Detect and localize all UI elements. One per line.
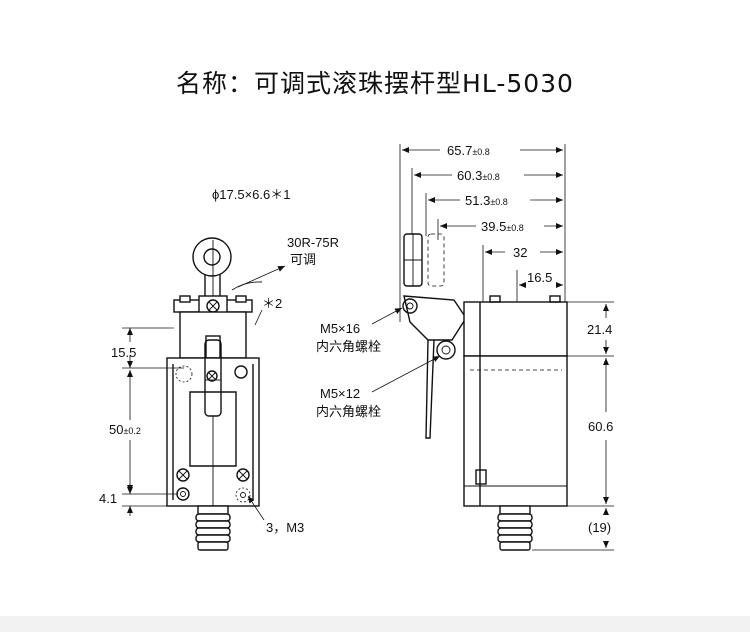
- dim-4-1: [122, 484, 168, 516]
- screw2-size-label: M5×12: [320, 386, 360, 401]
- side-body: [463, 295, 568, 507]
- note-mark-2: ＊2: [262, 296, 282, 311]
- dim-60-6-label: 60.6: [588, 419, 613, 434]
- dim-50: [122, 370, 178, 495]
- dim-51-3-label: 51.3±0.8: [465, 193, 508, 208]
- dim-60-3-label: 60.3±0.8: [457, 168, 500, 183]
- screw1-type-label: 内六角螺栓: [316, 339, 381, 354]
- arm-radius-note: 可调: [290, 252, 316, 267]
- dim-21-4-label: 21.4: [587, 322, 612, 337]
- dim-19-label: (19): [588, 520, 611, 535]
- roller-wheel: [192, 237, 232, 277]
- switch-head: [173, 295, 253, 359]
- side-view: [371, 144, 614, 551]
- dim-65-7-label: 65.7±0.8: [447, 143, 490, 158]
- side-cable-gland: [497, 505, 533, 551]
- dim-32-label: 32: [513, 245, 527, 260]
- front-view: [122, 237, 286, 551]
- screw2-type-label: 内六角螺栓: [316, 404, 381, 419]
- dim-15-5-label: 15.5: [111, 345, 136, 360]
- dim-50-label: 50±0.2: [109, 422, 141, 437]
- screw1-size-label: M5×16: [320, 321, 360, 336]
- side-arm: [402, 295, 467, 439]
- side-roller: [403, 233, 445, 287]
- dim-15-5: [122, 327, 184, 369]
- dim-4-1-label: 4.1: [99, 491, 117, 506]
- dim-16-5-label: 16.5: [527, 270, 552, 285]
- dim-39-5-label: 39.5±0.8: [481, 219, 524, 234]
- mount-screw-label: 3，M3: [266, 520, 304, 535]
- switch-body: [166, 339, 260, 507]
- page-title: 名称：可调式滚珠摆杆型HL-5030: [176, 69, 574, 98]
- roller-dim-label: ϕ17.5×6.6＊1: [212, 187, 290, 202]
- cable-gland: [195, 505, 231, 551]
- footer-band: [0, 616, 750, 632]
- arm-radius-label: 30R-75R: [287, 235, 339, 250]
